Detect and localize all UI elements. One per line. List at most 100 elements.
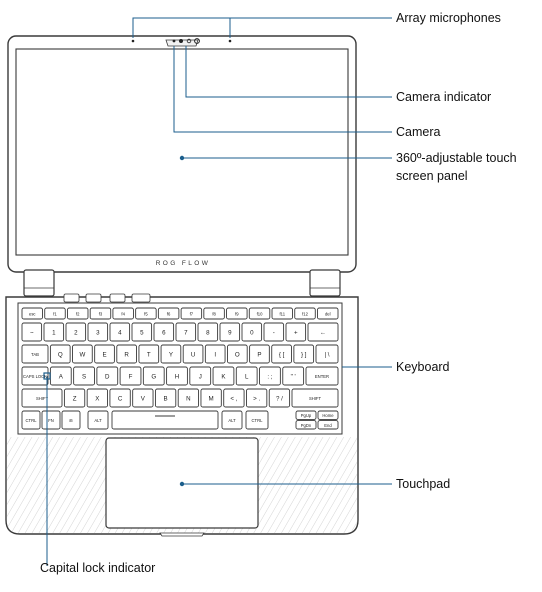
key-i[interactable]: I [204, 344, 226, 364]
key-a[interactable]: A [49, 366, 72, 386]
key-v[interactable]: V [132, 388, 154, 408]
key-g[interactable]: G [142, 366, 165, 386]
key-f9[interactable]: f9 [226, 307, 248, 320]
key-f2[interactable]: f2 [67, 307, 89, 320]
key-k[interactable]: K [212, 366, 235, 386]
ir-sensor [186, 38, 192, 44]
key-z[interactable]: Z [63, 388, 86, 408]
hot-key-1[interactable] [63, 293, 80, 303]
key-pgup[interactable]: PgUp [295, 410, 317, 420]
key-t[interactable]: T [138, 344, 160, 364]
key-5[interactable]: 5 [131, 322, 153, 342]
key-pgdn[interactable]: PgDn [295, 420, 317, 430]
key-label: f6 [167, 312, 171, 317]
key-4[interactable]: 4 [109, 322, 131, 342]
key-f4[interactable]: f4 [112, 307, 134, 320]
key-j[interactable]: J [189, 366, 212, 386]
key-1[interactable]: 1 [43, 322, 65, 342]
key-0[interactable]: 0 [241, 322, 263, 342]
key-key-13[interactable]: ← [307, 322, 339, 342]
key-ctrl[interactable]: CTRL [21, 410, 41, 430]
key-f12[interactable]: f12 [294, 307, 316, 320]
key-key-12[interactable]: + [285, 322, 307, 342]
key-o[interactable]: O [227, 344, 248, 364]
hot-key-3[interactable] [109, 293, 126, 303]
callout-dot-touchpad [179, 481, 185, 487]
key-3[interactable]: 3 [87, 322, 109, 342]
key-h[interactable]: H [166, 366, 188, 386]
key-l[interactable]: L [235, 366, 258, 386]
key-e[interactable]: E [94, 344, 115, 364]
key-label: 1 [52, 330, 56, 337]
key-fn[interactable]: FN [41, 410, 61, 430]
key-f7[interactable]: f7 [180, 307, 203, 320]
label-array-microphones: Array microphones [396, 11, 501, 25]
key-r[interactable]: R [116, 344, 137, 364]
key-key-10[interactable]: : ; [259, 366, 281, 386]
key-del[interactable]: del [317, 307, 339, 320]
key-label: End [324, 423, 332, 428]
key-s[interactable]: S [73, 366, 95, 386]
key-caps-lock[interactable]: CAPS LOCK [21, 366, 49, 386]
key-f10[interactable]: f10 [248, 307, 271, 320]
key-key-13[interactable]: | \ [315, 344, 339, 364]
key-u[interactable]: U [182, 344, 204, 364]
key-9[interactable]: 9 [219, 322, 241, 342]
key-esc[interactable]: esc [21, 307, 43, 320]
key-q[interactable]: Q [49, 344, 71, 364]
key-label: ← [320, 330, 326, 337]
key-key-0[interactable]: ~ [21, 322, 43, 342]
key-alt[interactable]: ALT [221, 410, 243, 430]
key-label: K [221, 374, 226, 381]
key-d[interactable]: D [96, 366, 119, 386]
key-f[interactable]: F [119, 366, 142, 386]
hot-key-2[interactable] [85, 293, 102, 303]
key-label: ~ [30, 330, 34, 337]
key-w[interactable]: W [72, 344, 93, 364]
key-shift[interactable]: SHIFT [21, 388, 63, 408]
key-key-2[interactable]: ⊞ [61, 410, 81, 430]
key-tab[interactable]: TAB [21, 344, 49, 364]
key-f11[interactable]: f11 [271, 307, 293, 320]
key-f8[interactable]: f8 [203, 307, 225, 320]
key-enter[interactable]: ENTER [305, 366, 339, 386]
key-ctrl[interactable]: CTRL [245, 410, 269, 430]
key-key-9[interactable]: > . [246, 388, 268, 408]
key-key-8[interactable]: < , [223, 388, 245, 408]
caps-lock-indicator-highlight [43, 372, 51, 380]
key-label: f4 [121, 312, 125, 317]
key-label: F [129, 374, 133, 381]
key-label: H [175, 374, 179, 381]
camera-indicator-light [172, 39, 176, 43]
key-6[interactable]: 6 [153, 322, 175, 342]
key-y[interactable]: Y [160, 344, 182, 364]
key-f3[interactable]: f3 [89, 307, 112, 320]
key-b[interactable]: B [154, 388, 177, 408]
key-n[interactable]: N [177, 388, 200, 408]
hot-key-4[interactable] [131, 293, 151, 303]
key-alt[interactable]: ALT [87, 410, 109, 430]
key-7[interactable]: 7 [175, 322, 197, 342]
key-end[interactable]: End [317, 420, 339, 430]
key-c[interactable]: C [109, 388, 131, 408]
key-8[interactable]: 8 [197, 322, 219, 342]
key-f5[interactable]: f5 [135, 307, 157, 320]
key-f1[interactable]: f1 [44, 307, 66, 320]
key-key-11[interactable]: - [263, 322, 285, 342]
key-p[interactable]: P [249, 344, 270, 364]
key-home[interactable]: Home [317, 410, 339, 420]
array-microphone-left [131, 39, 135, 43]
key-shift[interactable]: SHIFT [291, 388, 339, 408]
key-label: ALT [94, 418, 102, 423]
key-label: C [118, 396, 123, 403]
key-2[interactable]: 2 [65, 322, 87, 342]
key-key-12[interactable]: } ] [293, 344, 315, 364]
key-key-11[interactable]: " ' [282, 366, 305, 386]
key-key-4[interactable] [111, 410, 219, 430]
key-key-10[interactable]: ? / [268, 388, 291, 408]
key-m[interactable]: M [200, 388, 222, 408]
hot-keys [63, 293, 151, 303]
key-key-11[interactable]: { [ [271, 344, 292, 364]
key-x[interactable]: X [86, 388, 108, 408]
key-f6[interactable]: f6 [157, 307, 180, 320]
